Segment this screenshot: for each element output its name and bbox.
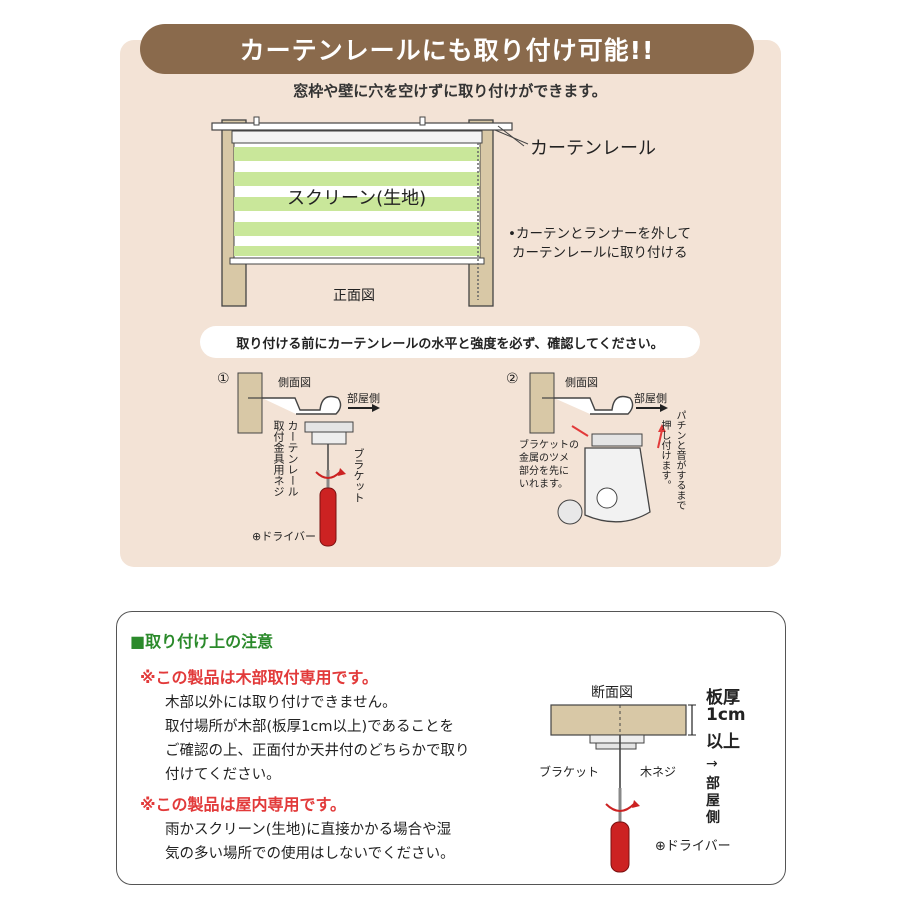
front-view-label: 正面図 [333, 288, 375, 304]
section-bracket-label: ブラケット [539, 765, 600, 779]
room-side-char-2: 屋 [706, 793, 720, 809]
step1-driver-label: ⊕ドライバー [252, 530, 316, 543]
warning-indoor-line-2: 気の多い場所での使用はしないでください。 [165, 846, 455, 862]
step1-wall [237, 372, 263, 434]
step2-claw-line-1: ブラケットの [519, 440, 579, 451]
step1-number: ① [217, 371, 230, 387]
page-subtitle: 窓枠や壁に穴を空けずに取り付けができます。 [293, 82, 607, 100]
section-driver-label: ⊕ドライバー [655, 839, 731, 854]
rail-label: カーテンレール [530, 138, 656, 159]
section-title: 断面図 [591, 685, 633, 701]
step2-room-side: 部屋側 [634, 392, 667, 405]
section-screwdriver [610, 788, 630, 873]
step2-wall [529, 372, 555, 434]
thickness-label-1: 板厚 [706, 688, 740, 708]
step1-view-label: 側面図 [278, 376, 311, 389]
page-title: カーテンレールにも取り付け可能!! [140, 24, 754, 74]
screen-fabric [229, 142, 485, 265]
step2-view-label: 側面図 [565, 376, 598, 389]
tip-line-2: カーテンレールに取り付ける [512, 245, 688, 261]
check-note: 取り付ける前にカーテンレールの水平と強度を必ず、確認してください。 [200, 326, 700, 358]
step2-rail [554, 395, 634, 415]
step1-screw-label-1: カーテンレール [286, 420, 299, 497]
step2-claw-line-4: いれます。 [519, 479, 568, 490]
room-side-char-3: 側 [706, 810, 720, 826]
warning-wood-line-1: 木部以外には取り付けできません。 [165, 695, 397, 711]
tip-line-1: •カーテンとランナーを外して [508, 226, 692, 242]
step1-screwdriver [319, 470, 337, 547]
warning-wood-only: ※この製品は木部取付専用です。 [140, 668, 378, 687]
warning-indoor-line-1: 雨かスクリーン(生地)に直接かかる場合や湿 [165, 822, 452, 838]
screen-label: スクリーン(生地) [287, 188, 427, 209]
step1-screw-label-2: 取付金具用ネジ [272, 420, 285, 497]
step1-room-side: 部屋側 [347, 392, 380, 405]
step2-number: ② [506, 371, 519, 387]
thickness-label-3: 以上 [706, 732, 740, 752]
cautions-panel [116, 611, 786, 885]
room-side-char-1: 部 [706, 776, 720, 792]
step1-bracket-label: ブラケット [352, 448, 365, 503]
step2-roller [557, 433, 651, 525]
step2-claw-line-3: 部分を先に [519, 466, 569, 477]
warning-wood-line-4: 付けてください。 [165, 767, 281, 783]
thickness-label-2: 1cm [706, 705, 746, 725]
warning-wood-line-2: 取付場所が木部(板厚1cm以上)であることを [165, 719, 454, 735]
step2-click-label-2: 押し付けます。 [659, 420, 670, 490]
curtain-rail [211, 122, 513, 131]
cautions-heading: ■取り付け上の注意 [130, 632, 274, 651]
step1-rail [262, 395, 342, 415]
wood-board [550, 704, 687, 736]
step2-click-label-1: パチンと音がするまで [674, 410, 685, 510]
step2-claw-line-2: 金属のツメ [519, 453, 569, 464]
warning-wood-line-3: ご確認の上、正面付か天井付のどちらかで取り [165, 743, 470, 759]
section-screw-label: 木ネジ [640, 765, 677, 779]
warning-indoor-only: ※この製品は屋内専用です。 [140, 795, 346, 814]
room-side-arrow: → [706, 756, 718, 772]
section-bracket [589, 734, 645, 750]
